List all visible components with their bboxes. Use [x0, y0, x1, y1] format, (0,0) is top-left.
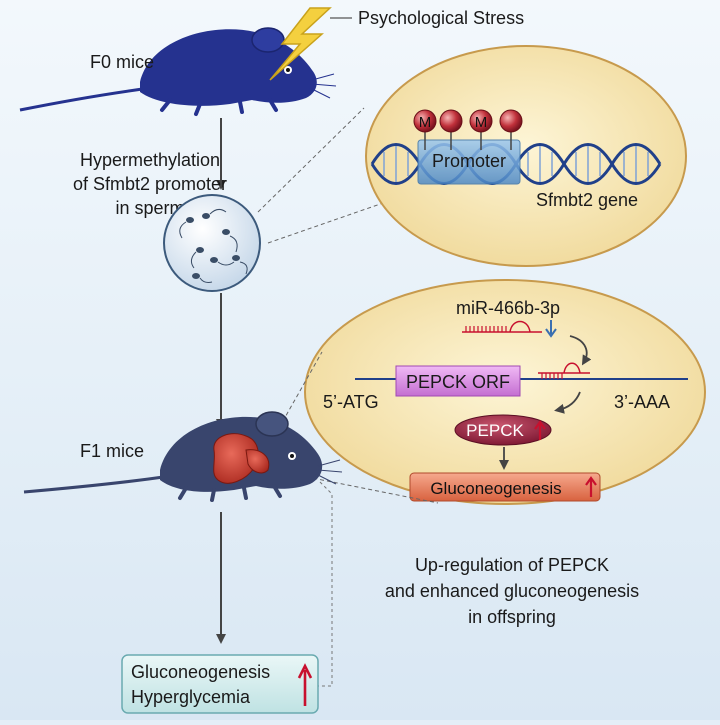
pepck-label: PEPCK	[466, 421, 524, 440]
mirna-label: miR-466b-3p	[456, 298, 560, 318]
outcome-box: Gluconeogenesis Hyperglycemia	[121, 654, 319, 714]
connector-sperm-panel-lower	[267, 201, 387, 244]
curved-arrow-translate	[554, 391, 581, 414]
gluco-label: Gluconeogenesis	[430, 479, 561, 498]
mirna-hairpin-top	[462, 320, 542, 333]
methyl-mark-3: M	[469, 109, 493, 133]
connector-liver-panel-upper	[261, 351, 323, 459]
f1-mouse-icon	[23, 411, 343, 502]
summary-line3: in offspring	[468, 607, 556, 627]
pepck-up-arrow-icon	[534, 420, 546, 440]
mirna-hairpin-bound	[538, 362, 590, 379]
gluco-up-arrow-icon	[585, 476, 597, 497]
summary-line1: Up-regulation of PEPCK	[415, 555, 609, 575]
outcome-up-arrow-icon	[297, 663, 313, 706]
lightning-icon	[269, 7, 332, 81]
methyl-mark-4	[499, 109, 523, 133]
outcome-line1: Gluconeogenesis	[131, 662, 270, 682]
gluco-box	[409, 472, 601, 502]
outcome-line2: Hyperglycemia	[131, 687, 251, 707]
promoter-label: Promoter	[432, 151, 506, 171]
summary-line2: and enhanced gluconeogenesis	[385, 581, 639, 601]
stress-label: Psychological Stress	[358, 8, 524, 28]
three-prime-label: 3’-AAA	[614, 392, 670, 412]
mirna-panel: miR-466b-3p PEPCK ORF 5’-ATG 3’-AAA	[304, 279, 706, 505]
f1-label: F1 mice	[80, 441, 144, 461]
pepck-node	[454, 414, 552, 446]
methyl-mark-3-text: M	[475, 114, 488, 131]
curved-arrow-bind	[569, 335, 592, 366]
methyl-mark-1: M	[413, 109, 437, 133]
methylation-panel: Promoter M M Sfmbt2 gene	[365, 45, 687, 267]
methyl-mark-2	[439, 109, 463, 133]
f0-mouse-icon	[19, 27, 337, 116]
sfmbt2-gene-label: Sfmbt2 gene	[536, 190, 638, 210]
five-prime-label: 5’-ATG	[323, 392, 379, 412]
down-arrow-icon	[545, 320, 557, 338]
sperm-label-line3: in sperm	[115, 198, 184, 218]
f0-label: F0 mice	[90, 52, 154, 72]
connector-f1-outcome	[318, 481, 333, 687]
connector-sperm-panel-upper	[257, 107, 365, 213]
sperm-label-line2: of Sfmbt2 promoter	[73, 174, 227, 194]
sperm-icon	[163, 194, 261, 292]
methyl-mark-1-text: M	[419, 114, 432, 131]
pepck-orf-label: PEPCK ORF	[406, 372, 510, 392]
pepck-orf-box	[395, 365, 521, 397]
sperm-label-line1: Hypermethylation	[80, 150, 220, 170]
